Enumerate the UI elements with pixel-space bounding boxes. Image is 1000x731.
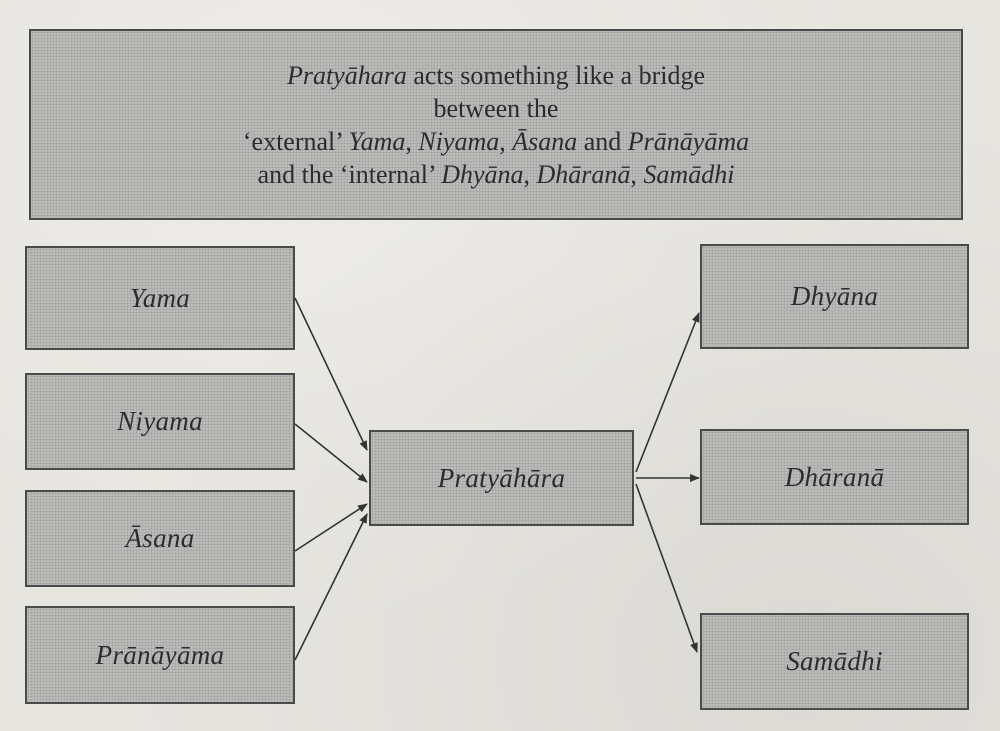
header-text: ‘external’ [242, 126, 349, 156]
arrow-pratyahara-to-dhyana [635, 312, 700, 473]
header-line-2: between the [433, 93, 559, 123]
arrow-asana-to-pratyahara [294, 503, 368, 552]
arrow-pratyahara-to-samadhi [635, 483, 698, 653]
arrow-pranayama-to-pratyahara [294, 513, 368, 661]
header-line-1: Pratyāhara acts something like a bridge [287, 59, 705, 92]
node-yama: Yama [25, 246, 295, 350]
header-term-dhyana: Dhyāna [441, 159, 524, 189]
header-term-pratyahara: Pratyāhara [286, 60, 407, 90]
node-label-asana: Āsana [125, 523, 195, 553]
header-text: and the ‘internal’ [257, 159, 442, 189]
node-label-pratyahara: Pratyāhāra [437, 462, 566, 493]
header-text: , [630, 159, 644, 189]
header-term-niyama: Niyama [418, 126, 500, 156]
node-label-dharana: Dhāranā [784, 461, 885, 492]
header-text: , [499, 126, 513, 156]
arrow-yama-to-pratyahara [294, 297, 368, 451]
header-text: acts something like a bridge [406, 60, 706, 90]
header-box: Pratyāhara acts something like a bridge … [29, 29, 963, 220]
node-label-yama: Yama [129, 282, 191, 313]
header-text: , [405, 126, 419, 156]
header-text: , [523, 159, 537, 189]
node-pranayama: Prānāyāma [25, 606, 295, 704]
header-line-3: ‘external’ Yama, Niyama, Āsana and Prānā… [243, 125, 749, 158]
header-term-dharana: Dhāranā [536, 159, 631, 189]
node-pratyahara: Pratyāhāra [369, 430, 634, 526]
header-line-4: and the ‘internal’ Dhyāna, Dhāranā, Samā… [258, 158, 735, 191]
node-dhyana: Dhyāna [700, 244, 969, 349]
node-label-niyama: Niyama [117, 406, 203, 436]
node-dharana: Dhāranā [700, 429, 969, 525]
header-text: and [577, 126, 628, 156]
arrow-niyama-to-pratyahara [294, 423, 368, 483]
header-term-samadhi: Samādhi [643, 159, 735, 189]
node-samadhi: Samādhi [700, 613, 969, 710]
header-term-asana: Āsana [512, 126, 578, 156]
node-label-samadhi: Samādhi [786, 646, 883, 676]
header-term-yama: Yama [348, 126, 406, 156]
header-term-pranayama: Prānāyāma [627, 126, 750, 156]
node-asana: Āsana [25, 490, 295, 587]
node-label-dhyana: Dhyāna [790, 281, 879, 311]
node-label-pranayama: Prānāyāma [95, 639, 225, 670]
node-niyama: Niyama [25, 373, 295, 470]
